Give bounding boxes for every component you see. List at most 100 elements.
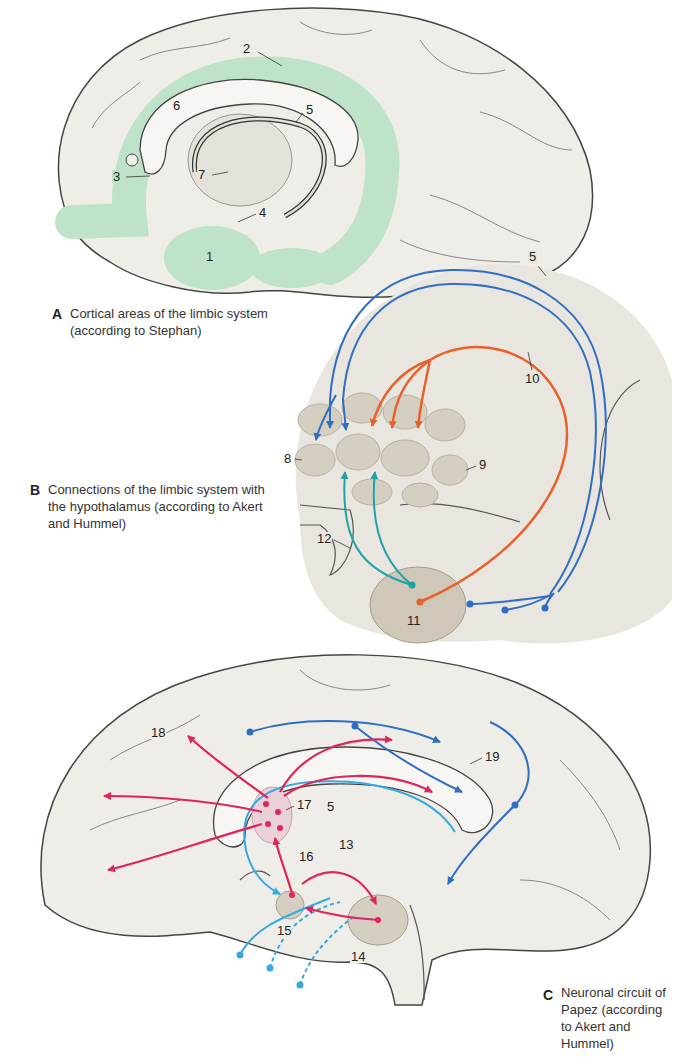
sulcus-line [110,715,200,760]
papez-circuit-tract [104,796,262,812]
sulcus-line [560,760,620,850]
hypothalamic-nucleus [342,393,382,423]
fornix-tract [270,902,340,968]
fiber-origin-dot [467,601,474,608]
panel-letter: B [30,481,40,499]
brainstem-line [410,905,424,1000]
sulcus-line [92,82,140,128]
callout-number: 14 [350,950,366,963]
fiber-origin-dot [502,607,509,614]
stria-terminalis [418,360,430,428]
papez-circuit-tract [280,739,392,792]
leader-line [126,176,150,177]
fornix [194,119,324,216]
callout-number: 3 [112,170,121,183]
fornix-tract [316,395,336,440]
leader-line [296,113,303,122]
fornix-tract [240,898,330,955]
fiber-origin-dot [267,965,274,972]
leader-line [470,758,482,764]
callout-number: 9 [478,458,487,471]
figure-caption: Neuronal circuit of Papez (according to … [561,985,673,1053]
limbic-cortex-area [250,248,334,288]
fiber-origin-dot [409,582,424,606]
sulcus-line [90,670,620,920]
fiber-origin-dot [237,952,244,959]
brain-outline [41,655,650,1005]
leader-line [238,214,256,222]
callout-number: 10 [524,372,540,385]
fornix-tract [316,270,606,610]
sulcus-line [92,22,572,262]
limbic-cortex-area [164,226,260,290]
leader-line [466,466,476,470]
hypothalamic-nucleus [425,409,465,441]
thalamus [188,114,292,206]
leader-line [295,459,302,460]
fiber-origin-dot [409,582,416,589]
callout-number: 5 [528,250,537,263]
amygdalofugal-tract [344,472,412,585]
thalamus [188,114,292,206]
sulcus-line [300,22,372,34]
brain-outline [58,8,592,297]
fiber-origin-dot [512,802,519,809]
callout-number: 8 [283,452,292,465]
fornix-tract [343,284,596,594]
hypothalamic-nucleus [336,434,380,470]
neuron-dot [263,801,381,923]
corpus-callosum [214,747,493,847]
leader-line [528,352,532,370]
callout-number: 12 [316,532,332,545]
papez-circuit-tract [188,736,268,798]
fiber-origin-dot [467,601,549,614]
leader-line [286,806,294,810]
leader-line [286,758,482,810]
cingulum [490,722,529,805]
sulcus-line [480,112,572,150]
papez-circuit-tract [108,824,262,870]
fiber-origin-dot [237,952,304,989]
sulcus-line [400,240,520,262]
papez-circuit-tract [306,908,378,920]
fiber-origin-dot [542,605,549,612]
hypothalamic-nucleus [298,404,342,436]
neuron-dot [263,801,269,807]
neuron-dot [289,892,295,898]
hypothalamic-nucleus [295,393,468,507]
brain-outline [58,8,592,297]
amygdalofugal-tract [344,472,412,585]
callout-number: 19 [484,750,500,763]
panel-letter: C [543,986,553,1004]
callout-number: 11 [406,614,422,627]
hypothalamic-nucleus [381,440,429,476]
hypothalamic-nucleus [352,479,392,505]
callout-number: 5 [326,800,335,813]
hippocampus [348,895,408,945]
callout-number: 13 [338,838,354,851]
callout-number: 18 [150,726,166,739]
cingulum [448,805,515,884]
fiber-origin-dot [297,982,304,989]
papez-circuit-tract [284,776,432,796]
callout-number: 16 [298,850,314,863]
outline-line [300,380,640,575]
corpus-callosum [214,747,493,847]
sulcus-line [140,38,230,60]
hippocampus [348,895,408,945]
papez-circuit-tract [104,736,432,920]
sulcus-line [430,195,540,242]
fornix [194,119,324,216]
cingulum [250,721,529,884]
papez-circuit-tract [302,872,376,904]
callout-number: 7 [197,168,206,181]
callout-number: 2 [242,42,251,55]
callout-number: 17 [296,798,312,811]
hypothalamic-nucleus [295,444,335,476]
stria-terminalis [372,347,567,602]
sulcus-line [300,670,390,690]
fiber-origin-dot [417,599,424,606]
leader-line [295,266,546,548]
sulcus-line [420,40,505,74]
neuron-dot [277,825,283,831]
